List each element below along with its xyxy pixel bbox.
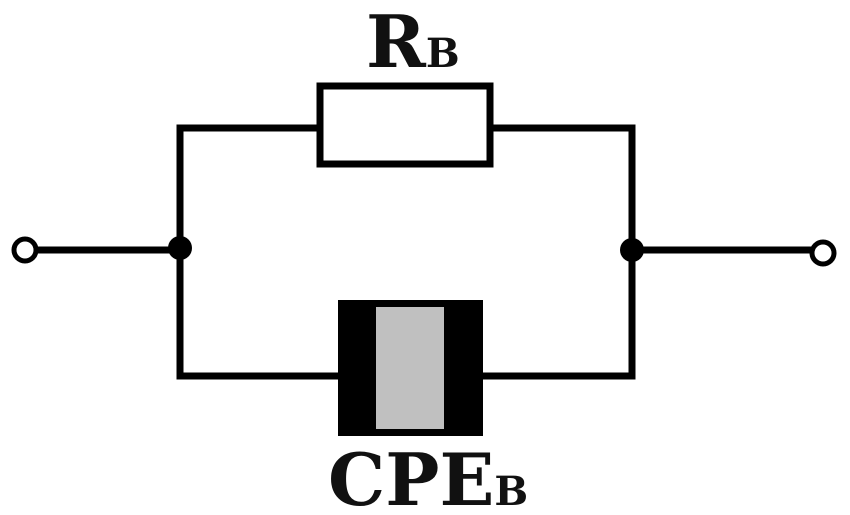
resistor-rb <box>316 82 494 168</box>
left-junction-node <box>168 236 192 260</box>
resistor-label-subscript: B <box>426 30 460 77</box>
cpe-label-main: CPE <box>328 437 494 515</box>
cpe-inner-block <box>376 307 444 429</box>
left-terminal <box>11 236 39 264</box>
right-terminal <box>809 239 837 267</box>
cpe-element <box>338 300 483 436</box>
resistor-label-main: R <box>366 0 427 84</box>
left-branch-wire <box>176 124 344 380</box>
cpe-label: CPEB <box>328 437 528 515</box>
cpe-label-subscript: B <box>494 468 528 515</box>
right-branch-wire <box>476 124 636 380</box>
resistor-label: RB <box>366 0 460 84</box>
right-junction-node <box>620 238 644 262</box>
